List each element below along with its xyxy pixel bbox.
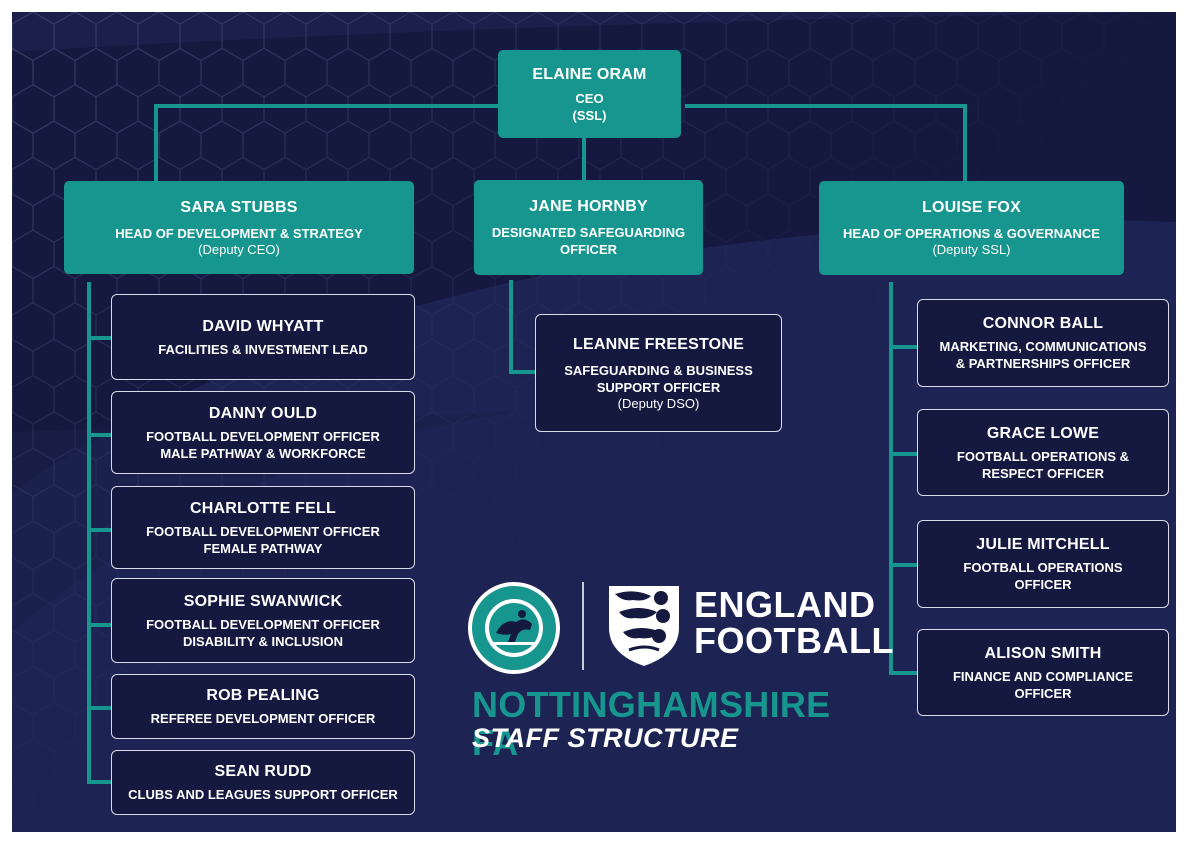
connector bbox=[91, 623, 111, 627]
ceo-role: CEO bbox=[575, 90, 604, 106]
connector bbox=[889, 282, 893, 675]
staff-name: SOPHIE SWANWICK bbox=[183, 592, 343, 610]
branding-block: ENGLAND FOOTBALL NOTTINGHAMSHIRE FA STAF… bbox=[464, 572, 893, 772]
head-sub: (Deputy SSL) bbox=[932, 242, 1011, 257]
logo-divider bbox=[582, 582, 584, 670]
staff-name: DAVID WHYATT bbox=[202, 317, 324, 335]
staff-box: DAVID WHYATT FACILITIES & INVESTMENT LEA… bbox=[111, 294, 415, 380]
staff-box: CHARLOTTE FELL FOOTBALL DEVELOPMENT OFFI… bbox=[111, 486, 415, 569]
staff-box: DANNY OULD FOOTBALL DEVELOPMENT OFFICER … bbox=[111, 391, 415, 474]
staff-name: JULIE MITCHELL bbox=[976, 536, 1110, 553]
staff-box: SEAN RUDD CLUBS AND LEAGUES SUPPORT OFFI… bbox=[111, 750, 415, 815]
staff-name: ALISON SMITH bbox=[984, 644, 1102, 662]
head-name: SARA STUBBS bbox=[180, 198, 298, 216]
staff-box: ALISON SMITH FINANCE AND COMPLIANCE OFFI… bbox=[917, 629, 1169, 716]
staff-box: ROB PEALING REFEREE DEVELOPMENT OFFICER bbox=[111, 674, 415, 739]
connector bbox=[509, 370, 535, 374]
staff-name: ROB PEALING bbox=[206, 687, 320, 704]
staff-name: CONNOR BALL bbox=[982, 315, 1104, 332]
connector bbox=[91, 706, 111, 710]
ceo-box: ELAINE ORAM CEO (SSL) bbox=[498, 50, 681, 138]
staff-role: FOOTBALL DEVELOPMENT OFFICER MALE PATHWA… bbox=[146, 428, 380, 461]
staff-role: FOOTBALL OPERATIONS OFFICER bbox=[963, 560, 1123, 592]
head-box-safeguarding: JANE HORNBY DESIGNATED SAFEGUARDING OFFI… bbox=[474, 180, 703, 275]
head-box-development: SARA STUBBS HEAD OF DEVELOPMENT & STRATE… bbox=[64, 181, 414, 274]
head-box-operations: LOUISE FOX HEAD OF OPERATIONS & GOVERNAN… bbox=[819, 181, 1124, 275]
connector bbox=[685, 104, 967, 108]
connector bbox=[963, 104, 967, 182]
staff-name: DANNY OULD bbox=[208, 404, 318, 422]
staff-box: GRACE LOWE FOOTBALL OPERATIONS & RESPECT… bbox=[917, 409, 1169, 496]
staff-sub: (Deputy DSO) bbox=[617, 395, 700, 411]
staff-role: CLUBS AND LEAGUES SUPPORT OFFICER bbox=[128, 787, 398, 802]
head-role: HEAD OF OPERATIONS & GOVERNANCE bbox=[843, 226, 1100, 241]
head-sub: (Deputy CEO) bbox=[198, 241, 280, 257]
staff-box: SOPHIE SWANWICK FOOTBALL DEVELOPMENT OFF… bbox=[111, 578, 415, 663]
head-name: LOUISE FOX bbox=[922, 199, 1021, 216]
head-role: HEAD OF DEVELOPMENT & STRATEGY bbox=[115, 225, 363, 241]
staff-role: FINANCE AND COMPLIANCE OFFICER bbox=[952, 668, 1134, 701]
connector bbox=[893, 563, 917, 567]
org-chart-canvas: ELAINE ORAM CEO (SSL) SARA STUBBS HEAD O… bbox=[12, 12, 1176, 832]
staff-box: CONNOR BALL MARKETING, COMMUNICATIONS & … bbox=[917, 299, 1169, 387]
staff-role: SAFEGUARDING & BUSINESS SUPPORT OFFICER bbox=[564, 362, 753, 395]
head-role: DESIGNATED SAFEGUARDING OFFICER bbox=[491, 225, 686, 257]
connector bbox=[893, 452, 917, 456]
connector bbox=[154, 104, 158, 182]
staff-box: JULIE MITCHELL FOOTBALL OPERATIONS OFFIC… bbox=[917, 520, 1169, 608]
staff-role: FACILITIES & INVESTMENT LEAD bbox=[158, 341, 368, 357]
staff-name: LEANNE FREESTONE bbox=[573, 335, 744, 353]
connector bbox=[91, 780, 111, 784]
staff-name: GRACE LOWE bbox=[986, 424, 1100, 442]
county-fa-badge-icon bbox=[468, 582, 560, 674]
three-lions-crest-icon bbox=[609, 586, 679, 666]
staff-box: LEANNE FREESTONE SAFEGUARDING & BUSINESS… bbox=[535, 314, 782, 432]
staff-role: FOOTBALL DEVELOPMENT OFFICER DISABILITY … bbox=[146, 616, 380, 649]
staff-name: SEAN RUDD bbox=[214, 763, 312, 780]
staff-role: MARKETING, COMMUNICATIONS & PARTNERSHIPS… bbox=[939, 339, 1147, 371]
connector bbox=[87, 282, 91, 784]
england-football-line1: ENGLAND bbox=[694, 584, 876, 625]
connector bbox=[582, 137, 586, 182]
page-title: NOTTINGHAMSHIRE FA bbox=[472, 684, 831, 763]
staff-role: FOOTBALL OPERATIONS & RESPECT OFFICER bbox=[956, 448, 1130, 481]
staff-role: FOOTBALL DEVELOPMENT OFFICER FEMALE PATH… bbox=[146, 523, 380, 556]
ceo-name: ELAINE ORAM bbox=[532, 65, 647, 83]
ceo-sub: (SSL) bbox=[572, 107, 607, 123]
connector bbox=[154, 104, 499, 108]
connector bbox=[893, 671, 917, 675]
connector bbox=[509, 280, 513, 374]
head-name: JANE HORNBY bbox=[529, 198, 648, 215]
england-football-line2: FOOTBALL bbox=[694, 620, 894, 661]
page-subtitle: STAFF STRUCTURE bbox=[472, 723, 739, 753]
connector bbox=[91, 528, 111, 532]
connector bbox=[893, 345, 917, 349]
connector bbox=[91, 433, 111, 437]
connector bbox=[91, 336, 111, 340]
staff-name: CHARLOTTE FELL bbox=[190, 499, 336, 517]
staff-role: REFEREE DEVELOPMENT OFFICER bbox=[150, 711, 376, 726]
